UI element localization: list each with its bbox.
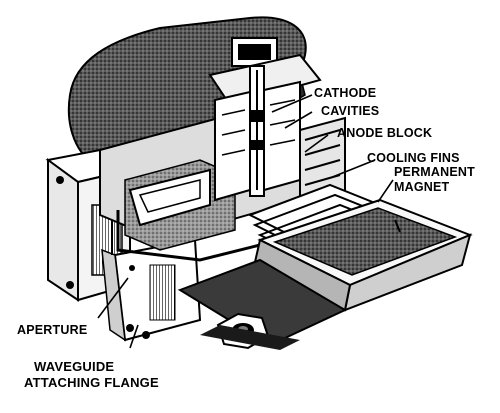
label-cooling-fins: COOLING FINS: [367, 151, 460, 166]
permanent-magnet: [253, 198, 473, 312]
base-mount: [177, 258, 348, 350]
label-anode-block: ANODE BLOCK: [337, 126, 432, 141]
label-permanent-text: PERMANENT: [394, 165, 475, 179]
label-magnet-text: MAGNET: [394, 180, 450, 194]
label-permanent-magnet: PERMANENT MAGNET: [394, 165, 475, 195]
label-cooling-fins-text: COOLING FINS: [367, 151, 460, 165]
label-cavities: CAVITIES: [321, 104, 379, 119]
leader-lines: [97, 94, 394, 349]
label-cavities-text: CAVITIES: [321, 104, 380, 118]
label-anode-block-text: ANODE BLOCK: [337, 126, 433, 140]
cathode-assembly: [208, 37, 322, 202]
label-cathode: CATHODE: [314, 86, 376, 101]
label-attaching-flange-text: ATTACHING FLANGE: [24, 375, 159, 390]
label-aperture: APERTURE: [17, 323, 87, 338]
label-aperture-text: APERTURE: [17, 323, 88, 337]
label-cathode-text: CATHODE: [314, 86, 377, 100]
label-waveguide-flange: WAVEGUIDE ATTACHING FLANGE: [24, 359, 159, 391]
label-waveguide-text: WAVEGUIDE: [34, 359, 115, 374]
